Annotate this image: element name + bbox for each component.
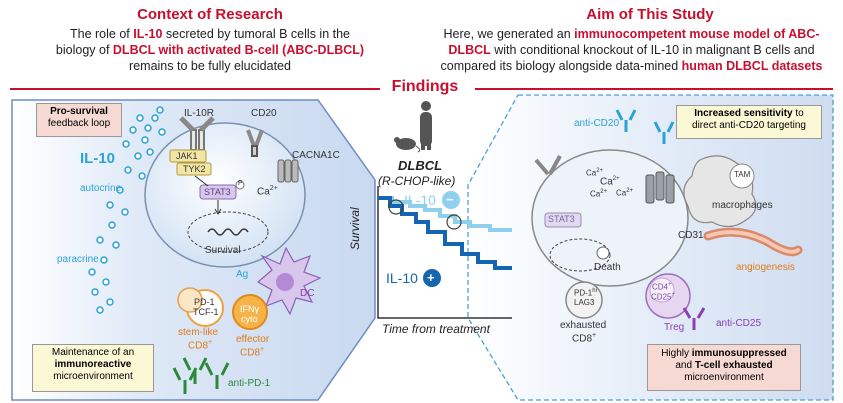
minus-sign: − bbox=[446, 192, 454, 207]
jak1-label: JAK1 bbox=[176, 151, 198, 161]
il10r-receptor bbox=[179, 116, 215, 151]
anti-cd20-label: anti-CD20 bbox=[574, 118, 620, 129]
effector-cd8-label: CD8+ bbox=[240, 346, 265, 359]
tyk2-label: TYK2 bbox=[183, 164, 206, 174]
pd1hi-label: PD-1hi bbox=[574, 288, 597, 298]
plus-badge bbox=[423, 269, 441, 287]
death-skull bbox=[596, 246, 610, 260]
exhausted-cd8-label: CD8+ bbox=[572, 332, 597, 345]
anti-pd1-label: anti-PD-1 bbox=[228, 378, 271, 389]
il10-plus-label: IL-10 bbox=[386, 270, 418, 286]
anti-cd20-antibodies bbox=[615, 109, 675, 144]
immunosuppressed-box: Highly immunosuppressed and T-cell exhau… bbox=[647, 344, 801, 391]
findings-heading: Findings bbox=[391, 78, 459, 95]
jak1-box bbox=[169, 149, 207, 163]
dlbcl-label: DLBCL bbox=[398, 158, 443, 173]
survival-label: Survival bbox=[205, 245, 241, 256]
increased-sensitivity-box: Increased sensitivity to direct anti-CD2… bbox=[676, 105, 822, 139]
macrophages-label: macrophages bbox=[712, 200, 773, 211]
rchop-label: (R-CHOP-like) bbox=[378, 174, 456, 188]
right-channel bbox=[645, 171, 675, 204]
km-xlabel: Time from treatment bbox=[382, 322, 490, 336]
ca-line-4: Ca2+ bbox=[616, 188, 634, 198]
km-circle-2 bbox=[446, 214, 462, 230]
right-stat3-label: STAT3 bbox=[548, 214, 575, 224]
tcf1-label: TCF-1 bbox=[193, 307, 219, 317]
findings-line-right bbox=[475, 88, 833, 90]
death-label: Death bbox=[594, 262, 621, 273]
exhausted-label: exhausted bbox=[560, 320, 607, 331]
stat3-label: STAT3 bbox=[204, 187, 231, 197]
aim-heading: Aim of This Study bbox=[586, 6, 714, 23]
tam-label: TAM bbox=[734, 170, 751, 179]
anti-pd1-antibodies bbox=[172, 357, 230, 394]
dc-cell bbox=[256, 246, 322, 316]
km-axes bbox=[377, 186, 512, 319]
context-text: The role of IL-10 secreted by tumoral B … bbox=[55, 27, 365, 73]
plus-sign: + bbox=[427, 270, 435, 285]
ag-label: Ag bbox=[236, 269, 249, 280]
km-ylabel: Survival bbox=[348, 207, 362, 250]
ca-line-3: Ca2+ bbox=[590, 189, 608, 199]
effector-label: effector bbox=[236, 334, 270, 345]
autocrine-label: autocrine bbox=[80, 183, 122, 194]
cacna1c-label: CACNA1C bbox=[292, 150, 340, 161]
angiogenesis-label: angiogenesis bbox=[736, 262, 795, 273]
stemlike-label: stem-like bbox=[178, 327, 219, 338]
cd25-label: CD25+ bbox=[651, 292, 675, 302]
stat3-p bbox=[235, 180, 245, 190]
stat3-box bbox=[199, 184, 237, 200]
minus-badge bbox=[442, 191, 460, 209]
lag3-label: LAG3 bbox=[574, 298, 595, 307]
ca-line-2: Ca2+ bbox=[600, 176, 620, 188]
left-nucleus bbox=[187, 211, 269, 253]
km-curve-il10-plus bbox=[378, 196, 512, 270]
cd20-label: CD20 bbox=[251, 108, 277, 119]
aim-text: Here, we generated an immunocompetent mo… bbox=[440, 27, 823, 73]
paracrine-label: paracrine bbox=[57, 254, 99, 265]
dc-label: DC bbox=[300, 288, 315, 299]
prosurvival-box: Pro-survival feedback loop bbox=[36, 103, 122, 137]
cd31-label: CD31 bbox=[678, 230, 704, 241]
ca-line-1: Ca2+ bbox=[586, 168, 604, 178]
il10-label: IL-10 bbox=[80, 150, 116, 167]
tyk2-box bbox=[176, 162, 212, 176]
right-cd20-antibody bbox=[534, 155, 562, 176]
mouse-person-icon bbox=[394, 101, 432, 153]
dna-squiggle bbox=[207, 228, 249, 236]
cd4-label: CD4+ bbox=[652, 282, 672, 292]
treg-label: Treg bbox=[664, 322, 685, 333]
pd1-label: PD-1 bbox=[194, 297, 215, 307]
effector-cd8 bbox=[232, 294, 268, 330]
il10-minus-label: IL-10 bbox=[404, 192, 436, 208]
p-label: P bbox=[238, 180, 243, 187]
right-nucleus bbox=[549, 238, 611, 272]
il10-dots bbox=[88, 106, 166, 314]
km-circle bbox=[388, 199, 404, 215]
maintenance-box: Maintenance of an immunoreactive microen… bbox=[32, 344, 154, 392]
ifng-label: IFNγ bbox=[240, 304, 259, 314]
il10r-label: IL-10R bbox=[184, 108, 215, 119]
context-heading: Context of Research bbox=[137, 6, 283, 23]
right-stat3-box bbox=[544, 212, 582, 228]
stemlike-cd8-label: CD8+ bbox=[188, 339, 213, 352]
findings-line-left bbox=[10, 88, 380, 90]
anti-cd25-label: anti-CD25 bbox=[716, 318, 762, 329]
anti-cd25-antibodies bbox=[682, 307, 706, 330]
cyto-label: cyto bbox=[241, 314, 258, 324]
cacna1c-channel bbox=[277, 159, 299, 183]
exhausted-cd8 bbox=[565, 281, 603, 319]
cd20-antibody bbox=[246, 129, 264, 157]
ca-label: Ca2+ bbox=[257, 185, 278, 198]
